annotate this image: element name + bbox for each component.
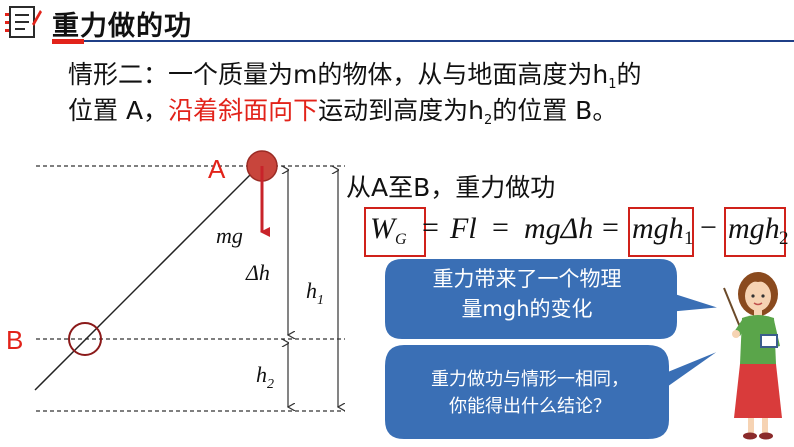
bubble-2-text: 重力做功与情形一相同，你能得出什么结论？	[431, 369, 629, 417]
intro-line-2: 位置 A，沿着斜面向下运动到高度为h2的位置 B。	[68, 96, 618, 128]
page-title: 重力做的功	[52, 11, 192, 42]
ball-at-b	[68, 322, 102, 356]
work-formula: WG = Fl = mgΔh = mgh 1 − mgh 2	[358, 202, 794, 260]
mgh1-box	[628, 207, 694, 257]
h2-label: h2	[256, 362, 274, 392]
speech-bubbles	[383, 257, 725, 441]
teacher-illustration	[723, 272, 782, 440]
work-statement: 从A至B，重力做功	[346, 173, 556, 202]
title-underline	[52, 40, 794, 42]
incline-line	[34, 162, 263, 391]
incline-diagram: A B mg Δh h1 h2	[6, 150, 345, 412]
bubble-2-shape	[383, 343, 725, 441]
bubble-1-text: 重力带来了一个物理量mgh的变化	[432, 267, 622, 321]
h1-label: h1	[306, 278, 324, 308]
bubble-1-shape	[383, 257, 723, 341]
checklist-icon	[4, 4, 42, 40]
point-a-label: A	[208, 154, 226, 184]
intro-line-1: 情形二：一个质量为m的物体，从与地面高度为h1的	[68, 60, 642, 92]
highlight-text: 沿着斜面向下	[168, 96, 319, 125]
point-b-label: B	[6, 325, 23, 355]
title-accent-bar	[52, 39, 84, 44]
wg-box	[364, 207, 426, 257]
mgh2-box	[724, 207, 786, 257]
force-label: mg	[216, 223, 243, 248]
delta-h-label: Δh	[245, 260, 270, 285]
